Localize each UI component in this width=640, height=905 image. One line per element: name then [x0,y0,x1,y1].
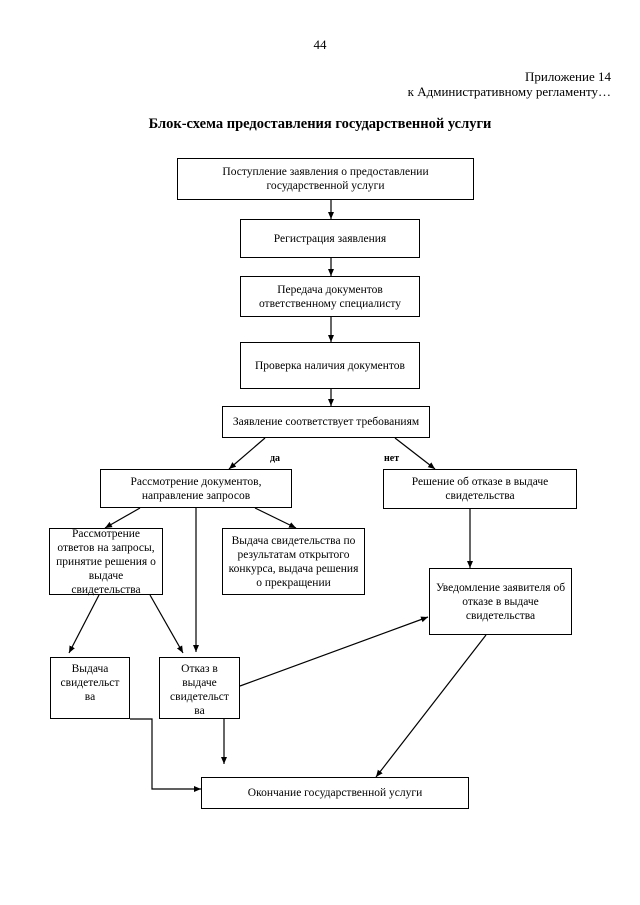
node-receipt: Поступление заявления о предоставлении г… [177,158,474,200]
node-review: Рассмотрение документов, направление зап… [100,469,292,508]
node-transfer: Передача документов ответственному специ… [240,276,420,317]
node-check: Проверка наличия документов [240,342,420,389]
appendix-reference: к Административному регламенту… [407,84,611,99]
arrow-decision-refusal-decision [394,437,436,470]
node-issue: Выдача свидетельст ва [50,657,130,719]
arrow-answers-issue [68,594,100,654]
node-notification: Уведомление заявителя об отказе в выдаче… [429,568,572,635]
node-answers-review: Рассмотрение ответов на запросы, приняти… [49,528,163,596]
node-refusal: Отказ в выдаче свидетельст ва [159,657,240,719]
arrow-answers-refusal [149,594,184,654]
arrow-notification-end [375,634,487,778]
arrow-decision-review [228,437,266,470]
arrow-issue-end [130,718,201,792]
node-registration: Регистрация заявления [240,219,420,258]
page-title: Блок-схема предоставления государственно… [148,116,492,132]
appendix-label: Приложение 14 [524,69,611,84]
arrow-review-answers [104,507,141,529]
arrow-review-contest [254,507,297,529]
page-number: 44 [313,37,327,52]
edge-label-no: нет [384,453,400,464]
node-decision: Заявление соответствует требованиям [222,406,430,438]
node-refusal-decision: Решение об отказе в выдаче свидетельства [383,469,577,509]
edge-label-yes: да [270,453,281,464]
node-end: Окончание государственной услуги [201,777,469,809]
node-contest-issue: Выдача свидетельства по результатам откр… [222,528,365,595]
arrow-refusal-notification [239,616,429,687]
